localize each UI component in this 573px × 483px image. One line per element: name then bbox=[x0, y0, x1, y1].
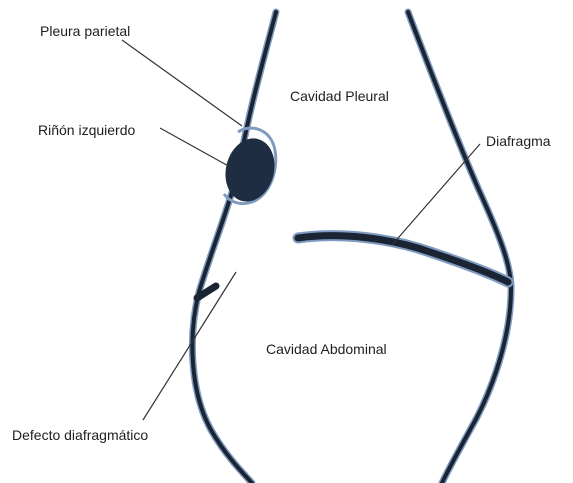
label-cavidad-abdominal: Cavidad Abdominal bbox=[266, 341, 387, 357]
label-rinon-izquierdo: Riñón izquierdo bbox=[38, 122, 135, 138]
leader-line-diafragma bbox=[392, 144, 480, 245]
label-defecto-diafragmatico: Defecto diafragmático bbox=[12, 427, 148, 443]
leader-line-defecto-diafragmatico bbox=[143, 272, 236, 420]
left-wall bbox=[192, 12, 276, 483]
label-diafragma: Diafragma bbox=[486, 133, 551, 149]
diaphragm bbox=[298, 236, 508, 282]
label-cavidad-pleural: Cavidad Pleural bbox=[290, 88, 389, 104]
label-pleura-parietal: Pleura parietal bbox=[40, 23, 130, 39]
leader-line-rinon-izquierdo bbox=[160, 128, 232, 168]
leader-line-pleura-parietal bbox=[122, 40, 242, 126]
